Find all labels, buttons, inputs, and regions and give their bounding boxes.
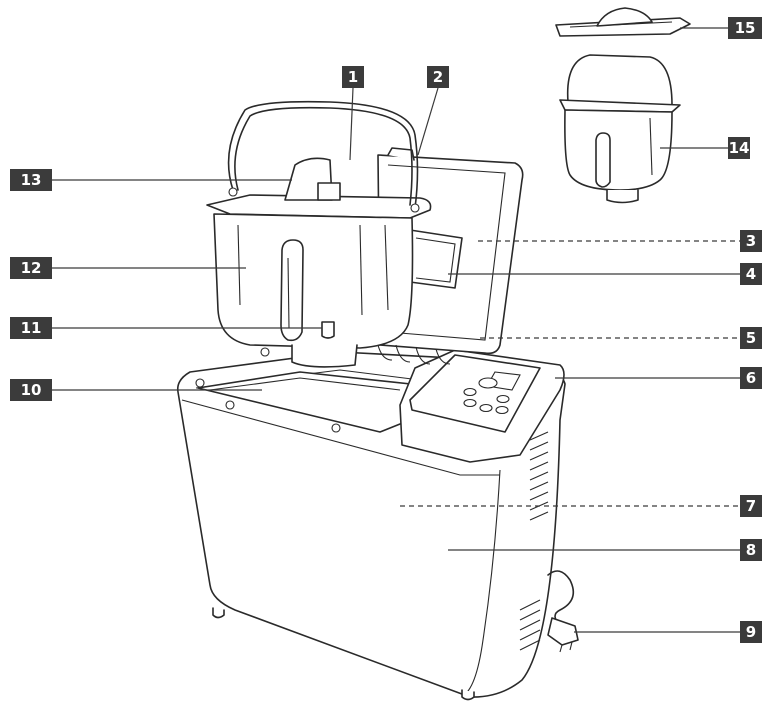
callout-9: 9 [740,621,762,643]
callout-7: 7 [740,495,762,517]
callout-15: 15 [728,17,762,39]
callout-14: 14 [728,137,750,159]
callout-6: 6 [740,367,762,389]
svg-text:10: 10 [21,381,42,399]
svg-text:9: 9 [746,623,756,641]
svg-text:3: 3 [746,232,756,250]
svg-text:5: 5 [746,329,756,347]
callout-10: 10 [10,379,52,401]
callout-lines [52,27,740,633]
svg-text:13: 13 [21,171,42,189]
svg-text:12: 12 [21,259,42,277]
callout-13: 13 [10,169,52,191]
svg-text:7: 7 [746,497,756,515]
measuring-tray [555,7,691,37]
baking-pan [206,100,432,368]
callout-4: 4 [740,263,762,285]
callout-1: 1 [342,66,364,88]
svg-text:2: 2 [433,68,443,86]
callout-3: 3 [740,230,762,252]
svg-text:8: 8 [746,541,756,559]
svg-text:4: 4 [746,265,756,283]
callout-2: 2 [427,66,449,88]
svg-text:15: 15 [735,19,756,37]
callout-12: 12 [10,257,52,279]
callout-badges: 1 2 3 4 5 6 7 8 [10,17,762,643]
svg-text:11: 11 [21,319,42,337]
svg-text:14: 14 [729,139,750,157]
svg-text:6: 6 [746,369,756,387]
power-cord [547,570,579,653]
callout-11: 11 [10,317,52,339]
control-panel [399,349,565,463]
callout-8: 8 [740,539,762,561]
callout-5: 5 [740,327,762,349]
svg-text:1: 1 [348,68,358,86]
spare-baking-pan [559,54,681,204]
